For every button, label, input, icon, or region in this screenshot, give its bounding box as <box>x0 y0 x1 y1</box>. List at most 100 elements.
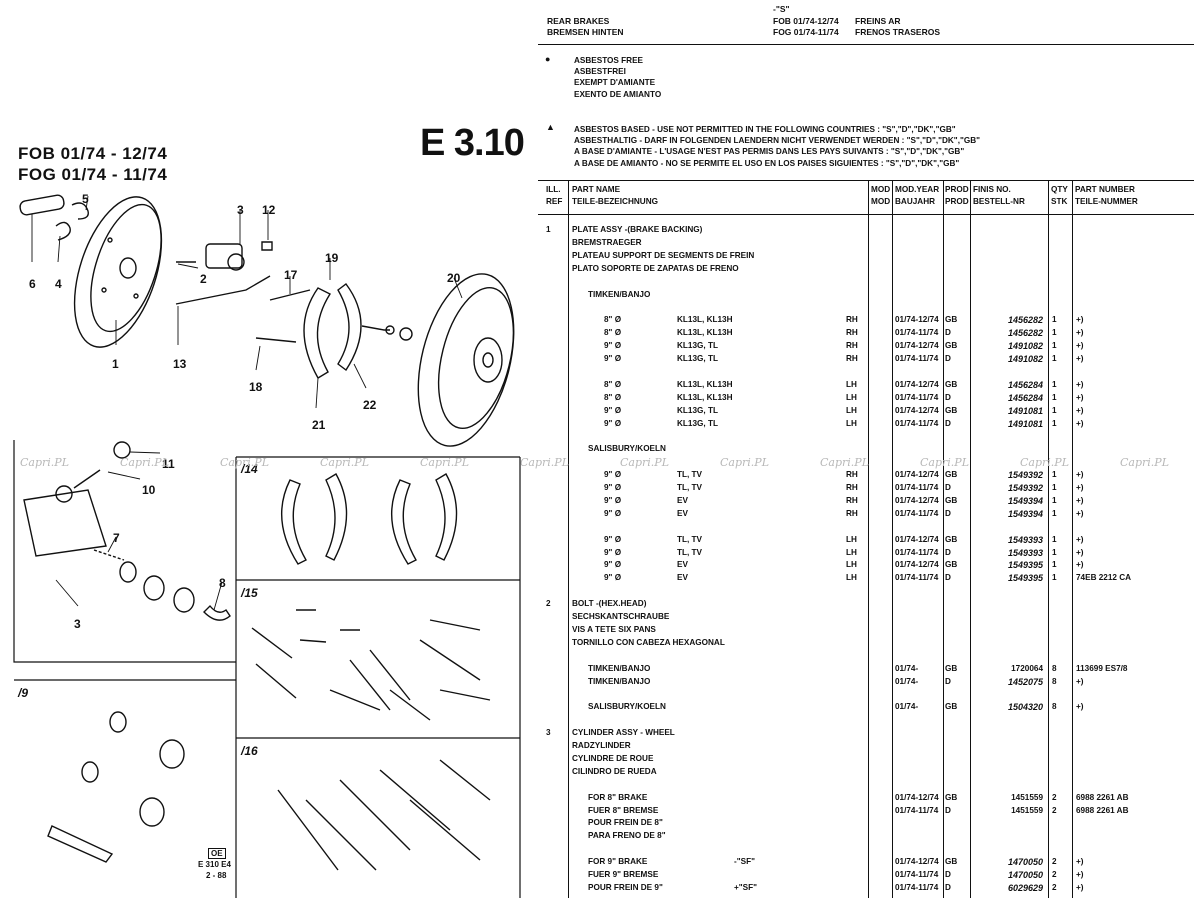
cell-finis: 1549393 <box>1007 534 1043 545</box>
cell-prod: GB <box>945 495 958 505</box>
cell-sub: PARA FRENO DE 8" <box>588 831 666 841</box>
cell-finis: 1549395 <box>1007 560 1043 571</box>
cell-year: 01/74- <box>895 676 919 686</box>
footer-code: E 310 E4 <box>198 860 231 869</box>
cell-sub: FUER 9" BREMSE <box>588 870 659 879</box>
cell-spec: EV <box>677 508 688 518</box>
cell-name: PLATO SOPORTE DE ZAPATAS DE FRENO <box>572 263 739 273</box>
callout-number: 21 <box>312 418 326 432</box>
cell-pnum: +) <box>1076 392 1084 402</box>
cell-name: VIS A TETE SIX PANS <box>572 624 656 634</box>
cell-side: LH <box>846 418 857 428</box>
cell-finis: 1491082 <box>1007 341 1043 352</box>
watermark-text: Capri.PL <box>720 456 769 469</box>
cell-pnum: +) <box>1076 495 1084 505</box>
callout-number: 3 <box>74 617 81 631</box>
watermark-text: Capri.PL <box>820 456 869 469</box>
cell-sub: SALISBURY/KOELN <box>588 702 666 712</box>
cell-qty: 8 <box>1052 663 1057 673</box>
cell-pnum: +) <box>1076 560 1084 570</box>
cell-prod: GB <box>945 341 958 351</box>
header-right-1: FREINS AR <box>855 16 901 26</box>
cell-name: SECHSKANTSCHRAUBE <box>572 612 670 621</box>
watermark-text: Capri.PL <box>220 456 269 469</box>
cell-finis: 1491081 <box>1007 405 1043 416</box>
cell-qty: 1 <box>1052 573 1057 583</box>
cell-spec: TL, TV <box>677 470 703 480</box>
cell-spec: KL13G, TL <box>677 418 718 428</box>
callout-number: 1 <box>112 357 119 371</box>
cell-size: 9" Ø <box>604 341 622 351</box>
cell-sub: FUER 8" BREMSE <box>588 805 659 815</box>
cell-year: 01/74-11/74 <box>895 508 939 518</box>
cell-finis: 1549393 <box>1007 547 1043 558</box>
kit-15-label: /15 <box>241 586 258 600</box>
cell-size: 9" Ø <box>604 534 622 544</box>
cell-side: RH <box>846 508 858 518</box>
cell-prod: GB <box>945 792 958 802</box>
callout-number: 2 <box>200 272 207 286</box>
cell-year: 01/74-12/74 <box>895 470 939 480</box>
cell-pnum: +) <box>1076 870 1084 879</box>
col-divider <box>1072 180 1073 898</box>
cell-size: 9" Ø <box>604 405 622 415</box>
cell-year: 01/74- <box>895 702 919 712</box>
cell-qty: 1 <box>1052 508 1057 518</box>
cell-prod: GB <box>945 702 958 712</box>
cell-pnum: +) <box>1076 508 1084 518</box>
callout-number: 12 <box>262 203 276 217</box>
cell-sub: POUR FREIN DE 8" <box>588 818 663 828</box>
cell-year: 01/74-11/74 <box>895 328 939 338</box>
cell-pnum: +) <box>1076 418 1084 428</box>
cell-pnum: 74EB 2212 CA <box>1076 573 1132 583</box>
cell-year: 01/74-12/74 <box>895 315 939 325</box>
header-mid-2: FOG 01/74-11/74 <box>773 27 839 37</box>
cell-year: 01/74-12/74 <box>895 560 939 570</box>
watermark-text: Capri.PL <box>20 456 69 469</box>
cell-spec: TL, TV <box>677 547 703 557</box>
cell-name: CYLINDER ASSY - WHEEL <box>572 728 675 738</box>
cell-pnum: +) <box>1076 857 1084 867</box>
cell-pnum: 113699 ES7/8 <box>1076 663 1128 673</box>
cell-spec: KL13G, TL <box>677 354 718 363</box>
cell-qty: 1 <box>1052 379 1057 389</box>
cell-qty: 2 <box>1052 857 1057 867</box>
cell-prod: GB <box>945 663 958 673</box>
cell-spec: KL13G, TL <box>677 405 718 415</box>
cell-name: RADZYLINDER <box>572 741 631 750</box>
cell-sub: FOR 9" BRAKE <box>588 857 648 867</box>
cell-year: 01/74-12/74 <box>895 405 939 415</box>
cell-mod: -"SF" <box>734 857 755 867</box>
cell-pnum: +) <box>1076 341 1084 351</box>
cell-size: 9" Ø <box>604 560 622 570</box>
cell-sub: SALISBURY/KOELN <box>588 444 666 454</box>
cell-pnum: +) <box>1076 483 1084 492</box>
cell-spec: KL13L, KL13H <box>677 315 733 325</box>
callout-number: 19 <box>325 251 339 265</box>
cell-prod: D <box>945 805 951 815</box>
cell-prod: D <box>945 328 951 338</box>
cell-qty: 2 <box>1052 792 1057 802</box>
cell-prod: GB <box>945 315 958 325</box>
cell-spec: EV <box>677 573 688 583</box>
kit-14-label: /14 <box>241 462 258 476</box>
cell-year: 01/74-11/74 <box>895 805 939 815</box>
cell-qty: 1 <box>1052 418 1057 428</box>
cell-pnum: +) <box>1076 379 1084 389</box>
cell-finis: 1470050 <box>1007 870 1043 880</box>
cell-qty: 1 <box>1052 534 1057 544</box>
cell-prod: GB <box>945 405 958 415</box>
cell-qty: 1 <box>1052 560 1057 570</box>
callout-number: 22 <box>363 398 377 412</box>
cell-size: 8" Ø <box>604 392 622 402</box>
cell-ref: 1 <box>546 225 551 234</box>
cell-year: 01/74-11/74 <box>895 392 939 402</box>
cell-finis: 1549394 <box>1007 508 1043 519</box>
cell-sub: FOR 8" BRAKE <box>588 792 648 802</box>
watermark-text: Capri.PL <box>320 456 369 469</box>
cell-finis: 1549395 <box>1007 573 1043 584</box>
cell-size: 8" Ø <box>604 379 622 389</box>
watermark-text: Capri.PL <box>120 456 169 469</box>
